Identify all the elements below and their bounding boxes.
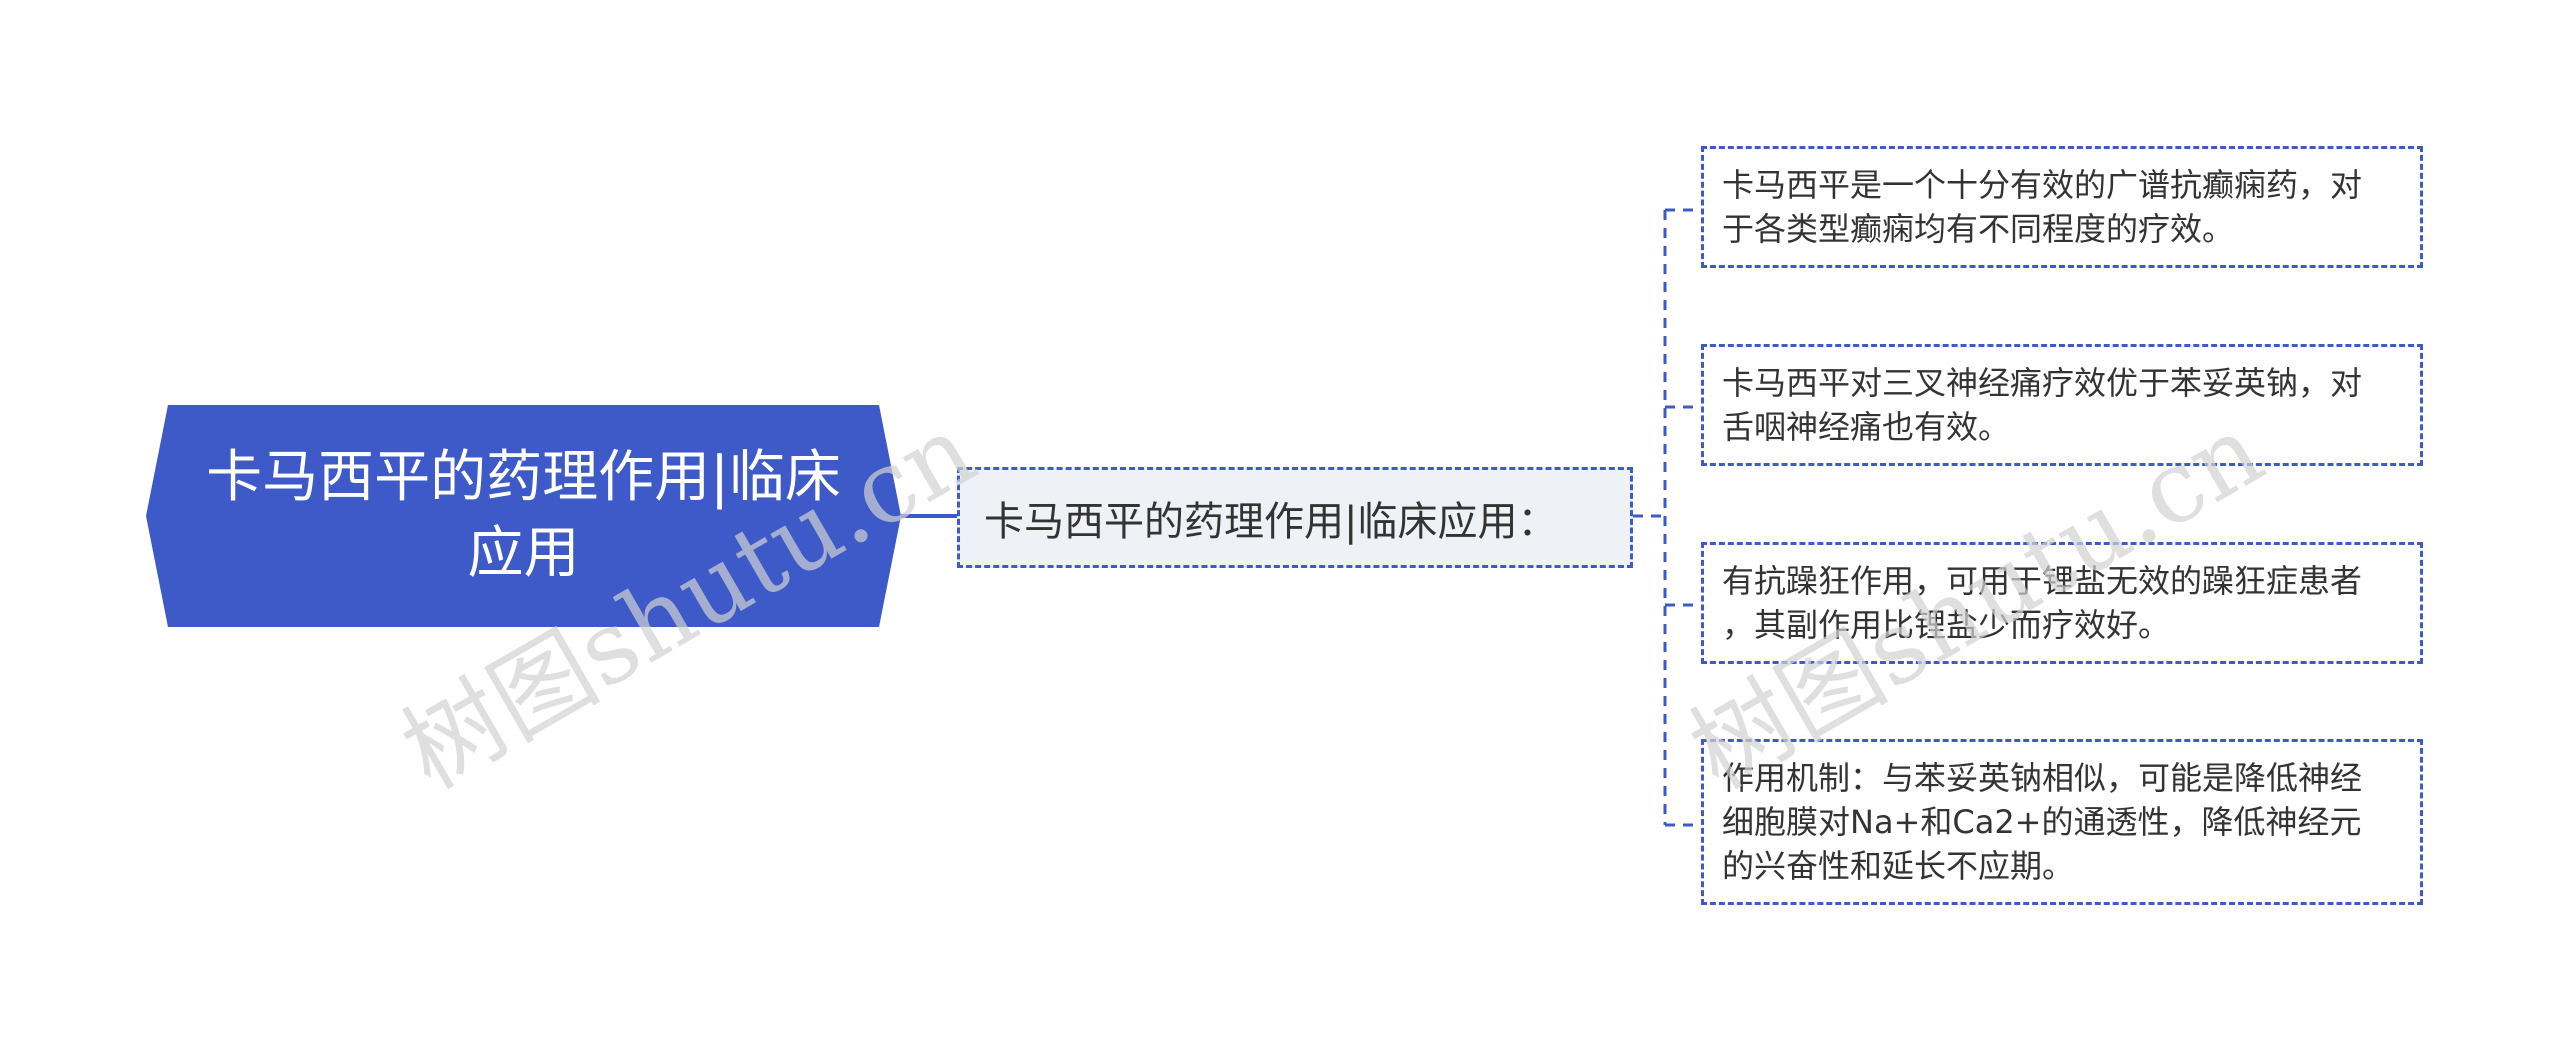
leaf-text-line: 卡马西平对三叉神经痛疗效优于苯妥英钠，对	[1722, 364, 2363, 402]
leaf-node-3[interactable]: 有抗躁狂作用，可用于锂盐无效的躁狂症患者 ，其副作用比锂盐少而疗效好。	[1701, 542, 2423, 664]
leaf-text-line: ，其副作用比锂盐少而疗效好。	[1722, 606, 2171, 644]
leaf-node-4[interactable]: 作用机制：与苯妥英钠相似，可能是降低神经 细胞膜对Na+和Ca2+的通透性，降低…	[1701, 739, 2423, 905]
leaf-text-line: 的兴奋性和延长不应期。	[1722, 847, 2075, 885]
leaf-text-line: 作用机制：与苯妥英钠相似，可能是降低神经	[1722, 759, 2363, 797]
root-title-line-1: 卡马西平的药理作用|临床	[206, 445, 841, 510]
leaf-text-line: 卡马西平是一个十分有效的广谱抗癫痫药，对	[1722, 166, 2363, 204]
leaf-text-line: 于各类型癫痫均有不同程度的疗效。	[1722, 210, 2235, 248]
branch-node-label: 卡马西平的药理作用|临床应用：	[984, 498, 1558, 545]
leaf-text-line: 舌咽神经痛也有效。	[1722, 408, 2011, 446]
root-node-title: 卡马西平的药理作用|临床 应用	[176, 405, 871, 627]
root-title-line-2: 应用	[467, 521, 580, 586]
root-node-shape	[146, 405, 901, 627]
leaf-node-1[interactable]: 卡马西平是一个十分有效的广谱抗癫痫药，对 于各类型癫痫均有不同程度的疗效。	[1701, 146, 2423, 268]
leaf-text-line: 有抗躁狂作用，可用于锂盐无效的躁狂症患者	[1722, 562, 2363, 600]
leaf-node-2[interactable]: 卡马西平对三叉神经痛疗效优于苯妥英钠，对 舌咽神经痛也有效。	[1701, 344, 2423, 466]
branch-node[interactable]: 卡马西平的药理作用|临床应用：	[957, 467, 1633, 568]
root-node[interactable]: 卡马西平的药理作用|临床 应用	[146, 405, 901, 627]
leaf-text-line: 细胞膜对Na+和Ca2+的通透性，降低神经元	[1722, 803, 2362, 841]
